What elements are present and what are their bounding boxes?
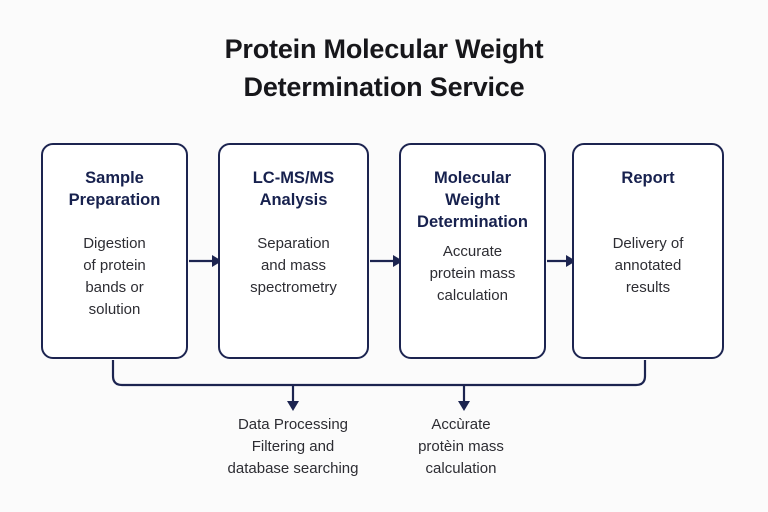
stage-title-line-1: LC-MS/MS — [252, 169, 335, 187]
stage-title-report: Report — [584, 167, 712, 189]
arrow-down-left-head — [287, 401, 299, 411]
stage-desc-line-1: Accurate — [442, 243, 503, 260]
output-label-line-1: Data Processing — [237, 416, 349, 433]
output-label-line-1: Accùrate — [431, 416, 491, 433]
stage-desc-line-2: protein mass — [429, 265, 516, 282]
output-label-data-processing: Data Processing Filtering and database s… — [178, 414, 408, 480]
output-label-line-3: calculation — [425, 460, 497, 477]
output-label-line-2: Filtering and — [251, 438, 335, 455]
output-label-line-2: protèin mass — [418, 438, 504, 455]
stage-title-lc-ms-ms-analysis: LC-MS/MS Analysis — [230, 167, 357, 211]
stage-desc-lc-ms-ms-analysis: Separation and mass spectrometry — [230, 233, 357, 299]
arrow-down-right-head — [458, 401, 470, 411]
page-title-line-2: Determination Service — [243, 72, 525, 102]
stage-title-sample-preparation: Sample Preparation — [53, 167, 176, 211]
stage-desc-report: Delivery of annotated results — [584, 233, 712, 299]
stage-desc-line-1: Delivery of — [612, 235, 684, 252]
stage-desc-line-3: spectrometry — [250, 279, 337, 296]
stage-title-line-3: Determination — [417, 213, 528, 231]
page-title: Protein Molecular Weight Determination S… — [0, 30, 768, 106]
stage-desc-line-4: solution — [88, 301, 141, 318]
stage-desc-line-3: results — [625, 279, 671, 296]
page-title-line-1: Protein Molecular Weight — [224, 34, 544, 64]
stage-desc-line-2: of protein — [83, 257, 146, 274]
stage-desc-line-3: calculation — [437, 287, 508, 304]
stage-desc-line-1: Digestion — [83, 235, 146, 252]
stage-title-line-1: Molecular — [433, 169, 512, 187]
stage-desc-line-2: and mass — [260, 257, 327, 274]
stage-desc-molecular-weight-determination: Accurate protein mass calculation — [411, 241, 534, 307]
stage-title-line-2: Analysis — [259, 191, 328, 209]
stage-box-sample-preparation[interactable]: Sample Preparation Digestion of protein … — [41, 143, 188, 359]
stage-box-report[interactable]: Report Delivery of annotated results — [572, 143, 724, 359]
stage-desc-line-3: bands or — [85, 279, 144, 296]
stage-box-lc-ms-ms-analysis[interactable]: LC-MS/MS Analysis Separation and mass sp… — [218, 143, 369, 359]
output-label-accurate-protein-mass: Accùrate protèin mass calculation — [378, 414, 544, 480]
stage-desc-line-1: Separation — [257, 235, 330, 252]
stage-title-molecular-weight-determination: Molecular Weight Determination — [411, 167, 534, 233]
stage-title-line-2: Preparation — [68, 191, 161, 209]
output-label-line-3: database searching — [227, 460, 359, 477]
stage-desc-line-2: annotated — [614, 257, 682, 274]
stage-box-molecular-weight-determination[interactable]: Molecular Weight Determination Accurate … — [399, 143, 546, 359]
stage-title-line-1: Sample — [85, 169, 144, 187]
stage-desc-sample-preparation: Digestion of protein bands or solution — [53, 233, 176, 321]
stage-title-line-2: Weight — [445, 191, 500, 209]
bottom-bus-rail — [111, 360, 647, 387]
stage-title-line-1: Report — [621, 169, 675, 187]
